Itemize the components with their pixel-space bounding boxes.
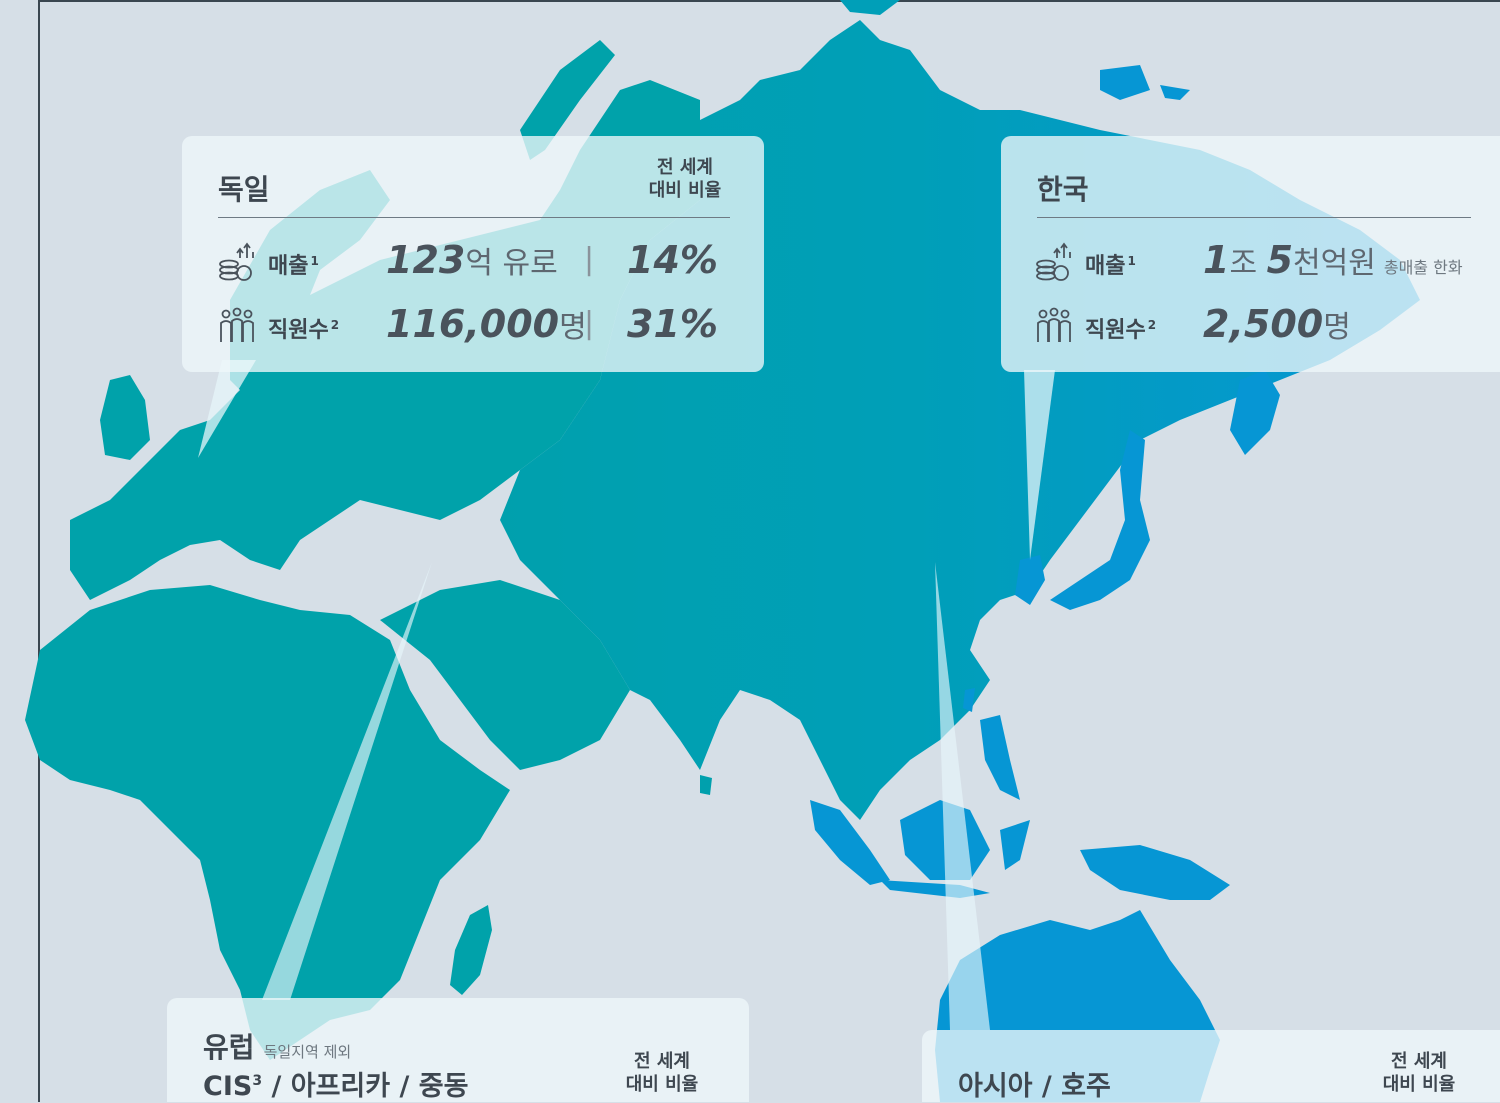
germany-sales-share: 14% — [627, 238, 718, 282]
new-guinea-landmass — [1080, 845, 1230, 900]
sri-lanka-landmass — [700, 775, 712, 795]
coins-growth-icon — [1036, 242, 1071, 281]
germany-employees-value: 116,000명 — [386, 302, 587, 346]
germany-employees-share: 31% — [627, 302, 718, 346]
asia-card: 아시아 / 호주 전 세계 대비 비율 — [922, 1030, 1500, 1102]
asia-title: 아시아 / 호주 — [958, 1071, 1111, 1102]
germany-divider — [218, 217, 730, 218]
frame-top-line — [38, 0, 1500, 2]
africa-landmass — [25, 585, 510, 1060]
pointer-beam-germany — [198, 360, 256, 458]
pointer-beam-korea — [1024, 370, 1055, 560]
madagascar-landmass — [450, 905, 492, 995]
korea-employees-value: 2,500명 — [1203, 302, 1351, 346]
germany-sales-separator: | — [584, 242, 595, 277]
europe-title-line2: CIS3 / 아프리카 / 중동 — [203, 1071, 469, 1102]
novaya-zemlya — [520, 40, 615, 160]
pointer-beam-europe — [262, 562, 432, 1000]
arctic-island-1 — [1100, 65, 1150, 100]
europe-share-header: 전 세계 대비 비율 — [625, 1051, 699, 1095]
arctic-island-3 — [840, 0, 900, 15]
korea-title: 한국 — [1037, 173, 1089, 206]
pointer-beam-asia — [935, 562, 990, 1030]
germany-title: 독일 — [218, 173, 270, 206]
europe-title-line1: 유럽 독일지역 제외 — [203, 1031, 352, 1064]
europe-card: 유럽 독일지역 제외 CIS3 / 아프리카 / 중동 전 세계 대비 비율 — [167, 998, 749, 1102]
uk-landmass — [100, 375, 150, 460]
sumatra-landmass — [810, 800, 890, 885]
middle-east-landmass — [380, 580, 630, 770]
philippines-landmass — [980, 715, 1020, 800]
asia-share-header: 전 세계 대비 비율 — [1382, 1051, 1456, 1095]
germany-employees-separator: | — [584, 306, 595, 341]
korea-divider — [1037, 217, 1471, 218]
japan-landmass — [1050, 430, 1150, 610]
kamchatka-landmass — [1230, 370, 1280, 455]
taiwan-landmass — [963, 688, 975, 712]
korea-landmass — [1015, 555, 1045, 605]
arctic-island-2 — [1160, 85, 1190, 100]
frame-left-line — [38, 0, 40, 1102]
sulawesi-landmass — [1000, 820, 1030, 870]
germany-share-header: 전 세계 대비 비율 — [648, 157, 722, 201]
people-group-icon — [1037, 307, 1071, 342]
coins-growth-icon — [219, 242, 254, 281]
people-group-icon — [220, 307, 254, 342]
germany-sales-value: 123억 유로 — [386, 238, 558, 282]
